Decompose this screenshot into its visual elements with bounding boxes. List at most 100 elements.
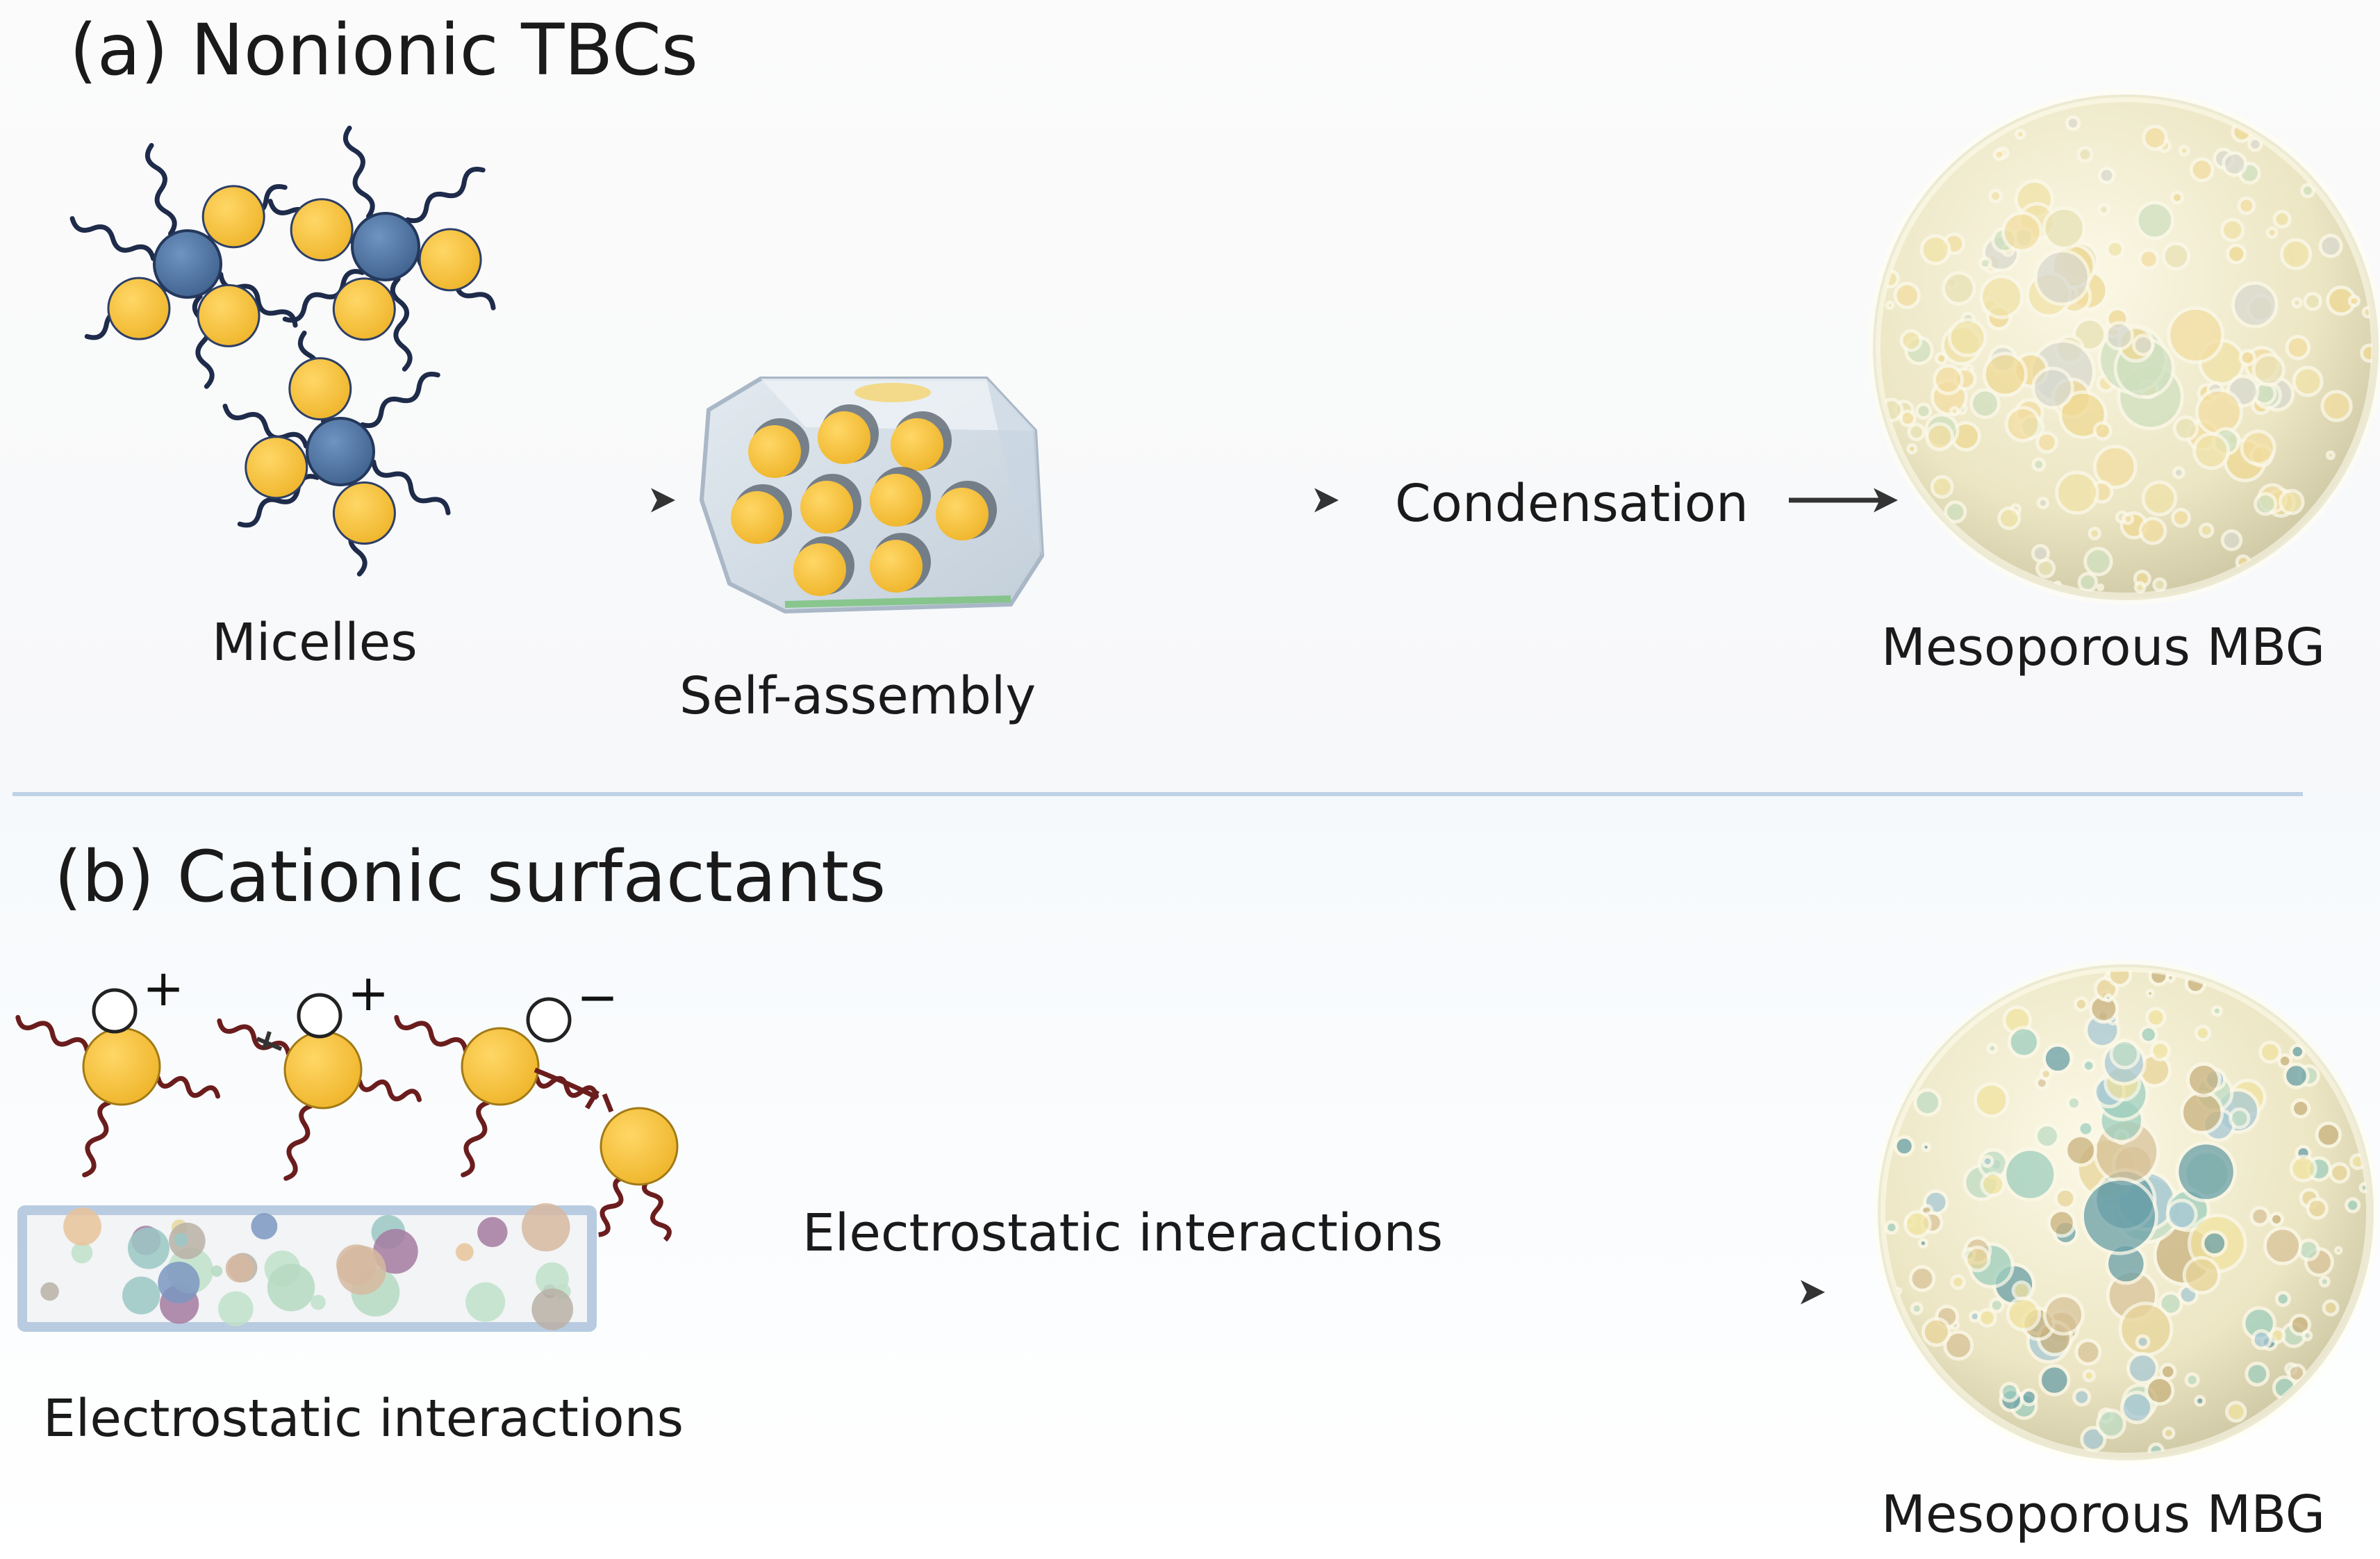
micelle-head <box>245 436 308 500</box>
sphere-pore <box>2064 1133 2098 1167</box>
substrate-dot <box>158 1262 200 1304</box>
sphere-pore <box>1988 1297 2005 1314</box>
sphere-pore <box>1903 1210 1932 1239</box>
sphere-pore <box>1925 422 1954 452</box>
substrate-dot <box>218 1291 254 1327</box>
sphere-pore <box>2119 1390 2154 1424</box>
sphere-pore <box>2141 480 2178 517</box>
sphere-pore <box>2325 450 2336 461</box>
sphere-pore <box>2038 1364 2071 1396</box>
sphere-pore <box>1977 1308 1997 1328</box>
sphere-pore <box>1947 317 1988 358</box>
sphere-pore <box>2245 1361 2270 1387</box>
sphere-pore <box>2031 366 2074 410</box>
sphere-pore <box>2145 989 2155 998</box>
cationic-surfactant <box>534 1067 679 1242</box>
sphere-pore <box>2161 241 2191 271</box>
sphere-pore <box>2092 445 2138 489</box>
sphere-pore <box>2240 429 2276 466</box>
sphere-pore <box>2145 1007 2167 1028</box>
mbg-label-a: Mesoporous MBG <box>1881 618 2326 677</box>
micelle-tail <box>192 294 215 389</box>
micelle-head <box>201 185 265 249</box>
substrate-dot <box>40 1282 59 1301</box>
sphere-pore <box>2097 166 2116 185</box>
substrate-dot <box>210 1265 223 1277</box>
assembly-pore <box>800 481 853 534</box>
sphere-pore <box>2073 996 2090 1012</box>
sphere-pore <box>2306 1197 2329 1220</box>
sphere-pore <box>2178 145 2190 157</box>
sphere-pore <box>2171 507 2191 528</box>
sphere-pore <box>2283 1062 2310 1089</box>
sphere-pore <box>2220 529 2243 552</box>
sphere-pore <box>2031 457 2047 472</box>
sphere-pore <box>1941 271 1976 306</box>
surfactant-tail <box>534 1075 600 1099</box>
assembly-pore <box>870 540 923 593</box>
sphere-pore <box>2226 243 2247 265</box>
micelle-tail <box>360 372 440 429</box>
sphere-pore <box>2292 365 2324 397</box>
self-assembly-block <box>699 377 1045 614</box>
assembly-pore <box>891 418 943 471</box>
sphere-pore <box>1986 1042 1999 1055</box>
sphere-pore <box>2081 1058 2097 1073</box>
sphere-pore <box>2072 1387 2092 1407</box>
micelle-core <box>153 229 222 299</box>
sphere-pore <box>2229 1107 2251 1130</box>
sphere-pore <box>2344 1197 2361 1214</box>
sphere-pore <box>1944 500 1967 524</box>
sphere-pore <box>2238 349 2256 367</box>
sphere-pore <box>2194 1394 2206 1408</box>
charge-ring <box>526 997 572 1043</box>
assembly-pore <box>793 543 846 596</box>
micelle-core <box>351 212 420 281</box>
sphere-pore <box>2019 1388 2038 1407</box>
sphere-pore <box>2347 295 2361 308</box>
assembly-pore <box>748 425 801 478</box>
sphere-pore <box>2184 1372 2200 1388</box>
sphere-pore <box>2138 1025 2158 1045</box>
sphere-pore <box>2001 211 2043 253</box>
electrostatic-arrow-label: Electrostatic interactions <box>802 1203 1444 1263</box>
surfactant-tail <box>394 1014 468 1053</box>
substrate-dot <box>71 1242 93 1264</box>
sphere-pore <box>2080 1177 2158 1255</box>
sphere-pore <box>2034 1123 2060 1150</box>
sphere-pore <box>1913 1088 1942 1117</box>
sphere-pore <box>2065 115 2081 131</box>
sphere-pore <box>2077 572 2099 593</box>
sphere-pore <box>1988 188 2003 204</box>
sphere-pore <box>2109 1038 2140 1070</box>
sphere-pore <box>1910 1301 1924 1316</box>
sphere-pore <box>2265 226 2279 239</box>
sphere-pore <box>2274 1290 2291 1308</box>
charge-ring <box>92 988 138 1034</box>
micelle-head <box>197 283 261 347</box>
sphere-pore <box>2106 971 2133 988</box>
sphere-pore <box>1899 409 1917 427</box>
sphere-pore <box>2220 217 2245 242</box>
charge-sign: + <box>142 959 184 1017</box>
sphere-pore <box>1982 352 2028 397</box>
surfactant-tail <box>283 1103 313 1181</box>
sphere-pore <box>2303 292 2322 311</box>
sphere-pore <box>2082 1369 2096 1383</box>
sphere-pore <box>2258 1040 2282 1064</box>
micelle-tail <box>390 277 413 372</box>
sphere-pore <box>1915 402 1933 420</box>
sphere-pore <box>2285 334 2311 361</box>
surfactant-head <box>82 1027 161 1106</box>
surfactant-tail <box>357 1078 422 1103</box>
sphere-pore <box>2301 1330 2313 1342</box>
sphere-pore <box>2007 1025 2040 1059</box>
micelle-tail <box>342 125 375 219</box>
substrate-dot <box>531 1288 574 1330</box>
sphere-pore <box>1973 1082 2010 1119</box>
sphere-pore <box>2039 1067 2053 1081</box>
sphere-pore <box>2263 1226 2303 1266</box>
substrate-dot <box>465 1282 506 1322</box>
condensation-label: Condensation <box>1395 474 1749 534</box>
sphere-pore <box>2170 190 2185 205</box>
